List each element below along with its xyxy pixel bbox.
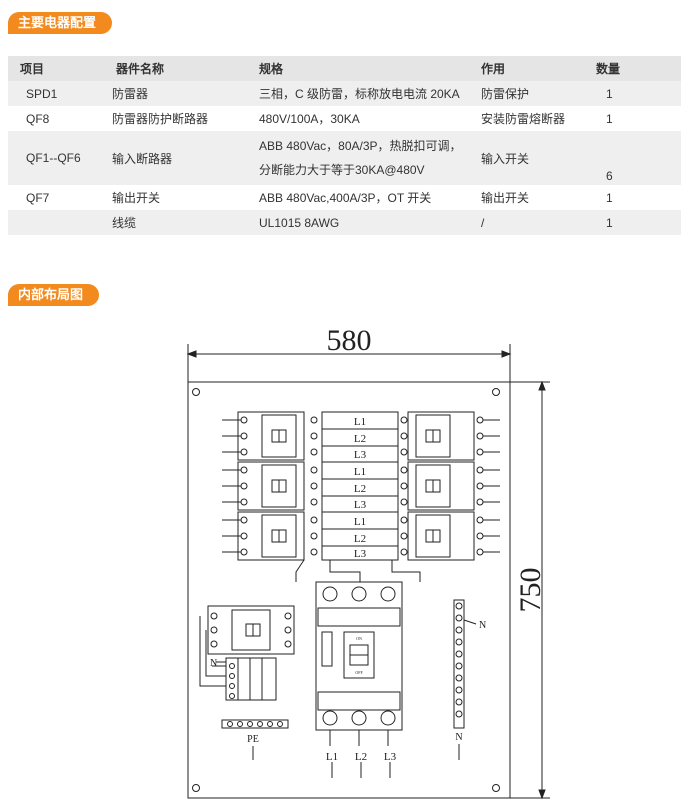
table-row: 线缆 UL1015 8AWG / 1 bbox=[8, 210, 681, 235]
header-qty: 数量 bbox=[584, 56, 681, 81]
spd-breaker-qf8 bbox=[207, 605, 295, 655]
bus-label: L3 bbox=[354, 449, 367, 461]
cell-qty: 1 bbox=[606, 111, 613, 126]
surge-protector-spd1 bbox=[199, 616, 277, 701]
width-label: 580 bbox=[327, 324, 372, 357]
mount-hole bbox=[492, 784, 500, 792]
breaker-qf-left-3 bbox=[237, 511, 305, 561]
bus-label: L3 bbox=[354, 499, 367, 511]
output-label-l1: L1 bbox=[326, 751, 338, 763]
cell-spec: UL1015 8AWG bbox=[247, 210, 469, 235]
cell-use: 输出开关 bbox=[481, 191, 530, 205]
breaker-qf-left-1 bbox=[237, 411, 305, 461]
mount-hole bbox=[192, 388, 200, 396]
cell-spec-line2: 分断能力大于等于30KA@480V bbox=[259, 163, 425, 177]
bus-label: L1 bbox=[354, 516, 366, 528]
cell-item: QF7 bbox=[26, 190, 50, 205]
cell-use: 防雷保护 bbox=[469, 81, 584, 106]
table-row: QF7 输出开关 ABB 480Vac,400A/3P，OT 开关 输出开关 1 bbox=[8, 185, 681, 210]
layout-diagram: 580 750 bbox=[186, 324, 550, 800]
cell-qty: 1 bbox=[584, 81, 681, 106]
switch-on-text: ON bbox=[356, 636, 362, 641]
mount-hole bbox=[192, 784, 200, 792]
breaker-qf-right-3 bbox=[407, 511, 475, 561]
bus-label: L2 bbox=[354, 433, 366, 445]
terminal-column-left bbox=[240, 416, 248, 556]
main-switch-qf7 bbox=[315, 581, 403, 731]
cell-name: 防雷器 bbox=[104, 81, 247, 106]
terminal-column-right bbox=[476, 416, 484, 556]
cell-spec: 480V/100A，30KA bbox=[259, 112, 360, 126]
breaker-qf-left-2 bbox=[237, 461, 305, 511]
bus-label: L2 bbox=[354, 533, 366, 545]
neutral-label-bottom: N bbox=[455, 732, 462, 743]
cell-spec: 三相，C 级防雷，标称放电电流 20KA bbox=[247, 81, 469, 106]
spd-neutral-label: N bbox=[210, 658, 217, 669]
cell-use: 安装防雷熔断器 bbox=[481, 112, 566, 126]
section-title-config: 主要电器配置 bbox=[8, 12, 113, 34]
bus-label: L1 bbox=[354, 466, 366, 478]
terminal-column-mid-left bbox=[310, 416, 318, 556]
cell-spec: ABB 480Vac，80A/3P，热脱扣可调， 分断能力大于等于30KA@48… bbox=[247, 131, 469, 185]
pe-label: PE bbox=[247, 734, 259, 745]
cell-item: SPD1 bbox=[8, 81, 104, 106]
cell-name: 输出开关 bbox=[112, 191, 161, 205]
height-label: 750 bbox=[514, 568, 547, 613]
cell-item: QF8 bbox=[26, 111, 50, 126]
cell-qty: 6 bbox=[584, 131, 681, 185]
cell-item bbox=[8, 210, 104, 235]
bus-feeder-wires bbox=[295, 559, 421, 582]
cell-qty: 1 bbox=[584, 210, 681, 235]
busbar-block bbox=[321, 411, 399, 561]
output-leads bbox=[329, 730, 391, 778]
terminal-column-mid-right bbox=[400, 416, 408, 556]
bus-label: L2 bbox=[354, 483, 366, 495]
header-item: 项目 bbox=[8, 56, 104, 81]
table-row: QF8 防雷器防护断路器 480V/100A，30KA 安装防雷熔断器 1 bbox=[8, 106, 681, 131]
breaker-qf-right-1 bbox=[407, 411, 475, 461]
cell-spec-line1: ABB 480Vac，80A/3P，热脱扣可调， bbox=[259, 139, 462, 153]
cell-use: 输入开关 bbox=[469, 131, 584, 185]
table-row: QF1--QF6 输入断路器 ABB 480Vac，80A/3P，热脱扣可调， … bbox=[8, 131, 681, 185]
mount-hole bbox=[492, 388, 500, 396]
header-name: 器件名称 bbox=[104, 56, 247, 81]
output-label-l3: L3 bbox=[384, 751, 397, 763]
input-wires-left bbox=[222, 419, 241, 553]
bus-label: L1 bbox=[354, 416, 366, 428]
config-table: 项目 器件名称 规格 作用 数量 SPD1 防雷器 三相，C 级防雷，标称放电电… bbox=[8, 56, 681, 235]
cell-spec: ABB 480Vac,400A/3P，OT 开关 bbox=[259, 191, 432, 205]
table-row: SPD1 防雷器 三相，C 级防雷，标称放电电流 20KA 防雷保护 1 bbox=[8, 81, 681, 106]
cell-qty: 1 bbox=[606, 190, 613, 205]
output-label-l2: L2 bbox=[355, 751, 367, 763]
height-dimension bbox=[510, 380, 550, 800]
section-title-layout: 内部布局图 bbox=[8, 284, 100, 306]
cell-item: QF1--QF6 bbox=[8, 131, 104, 185]
pe-bar bbox=[221, 719, 289, 760]
cell-name: 输入断路器 bbox=[104, 131, 247, 185]
cell-name: 线缆 bbox=[104, 210, 247, 235]
neutral-bar bbox=[453, 599, 477, 760]
switch-off-text: OFF bbox=[355, 670, 363, 675]
header-use: 作用 bbox=[469, 56, 584, 81]
width-dimension bbox=[186, 344, 512, 382]
cell-name: 防雷器防护断路器 bbox=[112, 112, 209, 126]
bus-label: L3 bbox=[354, 548, 367, 560]
cell-use: / bbox=[469, 210, 584, 235]
input-wires-right bbox=[483, 419, 500, 553]
panel-outline bbox=[187, 381, 511, 799]
table-header-row: 项目 器件名称 规格 作用 数量 bbox=[8, 56, 681, 81]
header-spec: 规格 bbox=[247, 56, 469, 81]
breaker-qf-right-2 bbox=[407, 461, 475, 511]
neutral-label-right: N bbox=[479, 620, 486, 631]
